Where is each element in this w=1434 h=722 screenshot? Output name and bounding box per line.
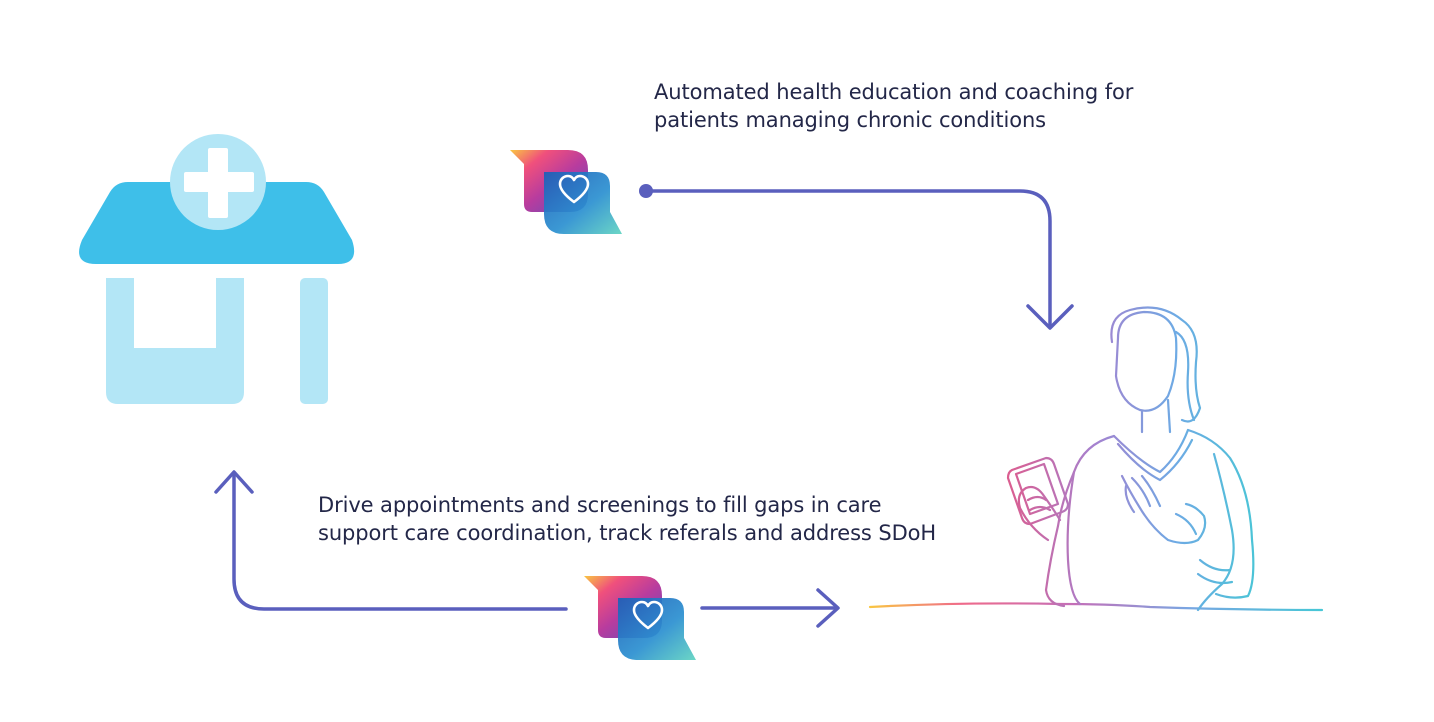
clinic-building-icon (79, 134, 355, 404)
bottom-right-arrow (700, 588, 840, 628)
clinic-cross-horizontal (184, 172, 254, 192)
top-arrow (639, 184, 1074, 330)
bottom-caption: Drive appointments and screenings to fil… (318, 491, 936, 547)
woman-with-phone-line-art (868, 306, 1324, 612)
bottom-caption-line-2: support care coordination, track referal… (318, 521, 937, 545)
clinic-pillar (300, 278, 328, 404)
top-chat-icon (508, 148, 624, 236)
clinic-door-frame (106, 278, 244, 404)
top-caption-line-2: patients managing chronic conditions (654, 108, 1047, 132)
bottom-left-arrow (214, 470, 568, 611)
top-caption-line-1: Automated health education and coaching … (654, 80, 1134, 104)
bottom-caption-line-1: Drive appointments and screenings to fil… (318, 493, 882, 517)
bottom-chat-icon (582, 574, 698, 662)
floor-line (868, 602, 1324, 612)
top-caption: Automated health education and coaching … (654, 78, 1133, 134)
